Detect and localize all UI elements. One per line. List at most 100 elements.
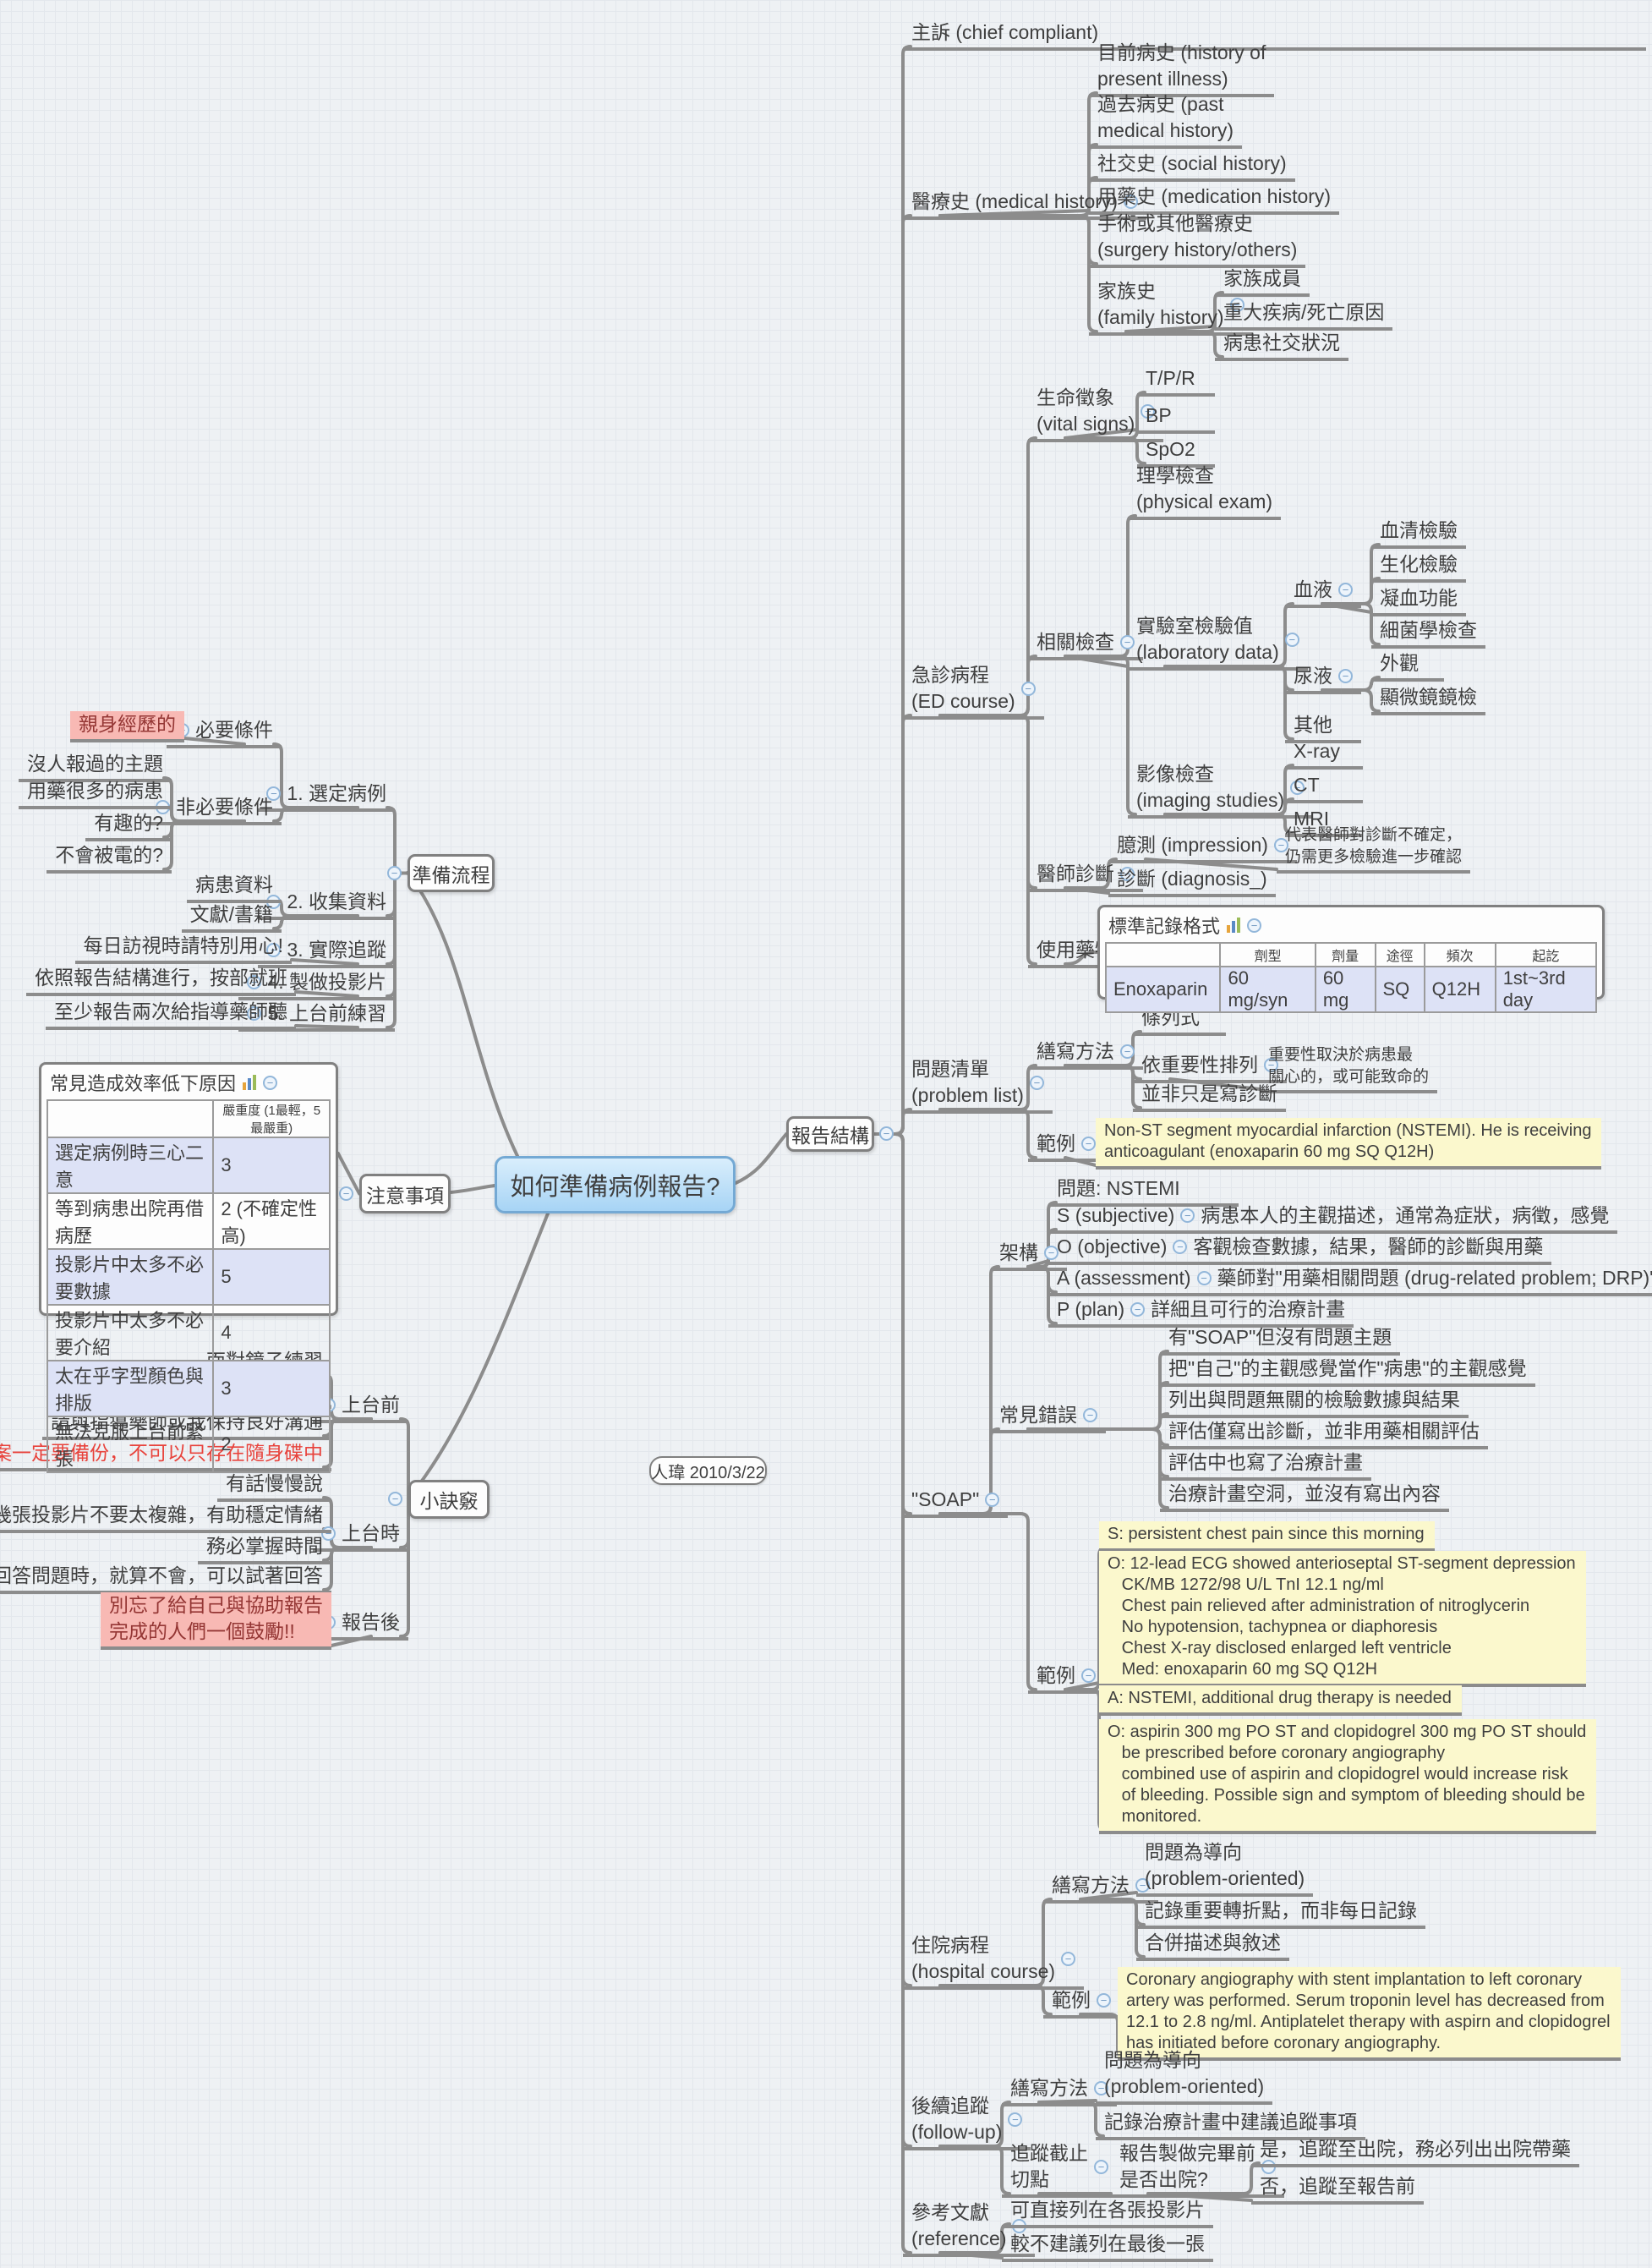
- topic-soap[interactable]: "SOAP"−: [903, 1487, 1009, 1518]
- author-note[interactable]: 人瑋 2010/3/22: [649, 1456, 767, 1485]
- collapse-icon-fcut[interactable]: −: [1094, 2159, 1108, 2174]
- topic-bp[interactable]: BP: [1137, 403, 1215, 434]
- topic-other[interactable]: 其他: [1285, 712, 1361, 743]
- topic-personal[interactable]: 親身經歷的: [70, 711, 184, 742]
- topic-exam[interactable]: 相關檢查−: [1028, 629, 1143, 660]
- topic-m5[interactable]: 評估中也寫了治療計畫: [1160, 1449, 1371, 1481]
- topic-pe[interactable]: 理學檢查(physical exam): [1128, 463, 1282, 520]
- topic-t1[interactable]: 每日訪視時請特別用心!: [74, 933, 292, 964]
- topic-n2[interactable]: 用藥很多的病患: [19, 778, 172, 809]
- topic-x3[interactable]: MRI: [1285, 806, 1363, 837]
- topic-du3[interactable]: 務必掌握時間: [198, 1533, 331, 1564]
- collapse-icon-sel[interactable]: −: [266, 786, 282, 801]
- topic-du4[interactable]: 回答問題時，就算不會，可以試著回答: [0, 1563, 331, 1594]
- collapse-icon-structBox[interactable]: −: [879, 1126, 894, 1141]
- topic-n4[interactable]: 不會被電的?: [46, 842, 172, 874]
- topic-fy[interactable]: 是，追蹤至出院，務必列出出院帶藥: [1251, 2136, 1579, 2167]
- topic-fam3[interactable]: 病患社交狀況: [1215, 330, 1348, 361]
- topic-fw1[interactable]: 問題為導向(problem-oriented): [1096, 2047, 1273, 2105]
- collapse-icon-hx6[interactable]: −: [1229, 297, 1244, 312]
- topic-fn[interactable]: 否，追蹤至報告前: [1251, 2173, 1424, 2205]
- collapse-icon-imp[interactable]: −: [1273, 838, 1288, 852]
- branch-topic-tipsBox[interactable]: 小訣竅: [408, 1480, 490, 1519]
- topic-hx4[interactable]: 用藥史 (medication history): [1089, 184, 1340, 215]
- collapse-icon-fu[interactable]: −: [1008, 2112, 1023, 2127]
- topic-hexy[interactable]: Coronary angiography with stent implanta…: [1118, 1967, 1621, 2061]
- topic-imp[interactable]: 臆測 (impression)−: [1108, 832, 1297, 863]
- topic-hw1[interactable]: 問題為導向(problem-oriented): [1136, 1839, 1314, 1897]
- collapse-icon-med-format-table[interactable]: −: [1247, 918, 1262, 933]
- branch-topic-zhuyiBox[interactable]: 注意事項: [359, 1174, 451, 1213]
- topic-diag[interactable]: 診斷 (diagnosis_): [1108, 866, 1276, 897]
- topic-ya[interactable]: A: NSTEMI, additional drug therapy is ne…: [1099, 1685, 1462, 1716]
- topic-hosp[interactable]: 住院病程(hospital course)−: [903, 1932, 1085, 1990]
- topic-hw3[interactable]: 合併描述與敘述: [1136, 1930, 1289, 1961]
- topic-img[interactable]: 影像檢查(imaging studies)−: [1128, 761, 1314, 819]
- topic-fw2[interactable]: 記錄治療計畫中建議追蹤事項: [1096, 2109, 1365, 2140]
- topic-m3[interactable]: 列出與問題無關的檢驗數據與結果: [1160, 1387, 1469, 1418]
- central-topic[interactable]: 如何準備病例報告?: [495, 1156, 736, 1213]
- collapse-icon-prepBox[interactable]: −: [387, 865, 402, 880]
- topic-fw[interactable]: 繕寫方法−: [1002, 2075, 1117, 2106]
- topic-hx5[interactable]: 手術或其他醫療史(surgery history/others): [1089, 211, 1306, 268]
- topic-b3[interactable]: 凝血功能: [1371, 585, 1466, 616]
- topic-fam2[interactable]: 重大疾病/死亡原因: [1215, 299, 1393, 331]
- topic-sex[interactable]: 範例−: [1028, 1663, 1104, 1694]
- topic-arow[interactable]: A (assessment)−藥師對"用藥相關問題 (drug-related …: [1048, 1265, 1652, 1296]
- topic-pex[interactable]: 範例−: [1028, 1131, 1104, 1162]
- collapse-icon-track[interactable]: −: [266, 943, 282, 957]
- topic-fu[interactable]: 後續追蹤(follow-up)−: [903, 2093, 1031, 2150]
- topic-m4[interactable]: 評估僅寫出診斷，並非用藥相關評估: [1160, 1418, 1488, 1449]
- collapse-icon-efficiency-table[interactable]: −: [263, 1075, 278, 1090]
- topic-hw[interactable]: 繕寫方法−: [1043, 1872, 1158, 1904]
- collapse-icon-exam[interactable]: −: [1120, 635, 1135, 649]
- collapse-icon-prow[interactable]: −: [1130, 1302, 1146, 1317]
- collapse-icon-tipsBox[interactable]: −: [388, 1492, 402, 1506]
- topic-mistakes[interactable]: 常見錯誤−: [991, 1402, 1106, 1433]
- topic-zhusu[interactable]: 主訴 (chief compliant): [903, 19, 1646, 51]
- collapse-icon-pw[interactable]: −: [1120, 1044, 1135, 1059]
- topic-slides[interactable]: −4. 製做投影片: [238, 969, 395, 1000]
- topic-yo2[interactable]: O: aspirin 300 mg PO ST and clopidogrel …: [1099, 1719, 1597, 1834]
- topic-b2[interactable]: 生化檢驗: [1371, 551, 1466, 583]
- topic-b4[interactable]: 細菌學檢查: [1371, 617, 1485, 649]
- topic-u2[interactable]: 顯微鏡鏡檢: [1371, 684, 1485, 715]
- topic-practice[interactable]: −5. 上台前練習: [238, 1000, 395, 1032]
- collapse-icon-hosp[interactable]: −: [1061, 1951, 1076, 1966]
- collapse-icon-arow[interactable]: −: [1196, 1271, 1212, 1285]
- collapse-icon-yiliao[interactable]: −: [1124, 194, 1139, 209]
- topic-orow[interactable]: O (objective)−客觀檢查數據，結果，醫師的診斷與用藥: [1048, 1234, 1552, 1265]
- topic-p1[interactable]: 至少報告兩次給指導藥師聽: [46, 999, 296, 1030]
- topic-ys[interactable]: S: persistent chest pain since this morn…: [1099, 1521, 1435, 1552]
- topic-b1[interactable]: 血清檢驗: [1371, 518, 1466, 549]
- topic-jiagou[interactable]: 架構−: [991, 1240, 1067, 1271]
- collapse-icon-hw[interactable]: −: [1135, 1878, 1150, 1893]
- topic-ref2[interactable]: 較不建議列在最後一張: [1002, 2231, 1213, 2262]
- topic-pw2[interactable]: 依重要性排列−: [1133, 1052, 1287, 1083]
- topic-prow[interactable]: P (plan)−詳細且可行的治療計畫: [1048, 1296, 1354, 1328]
- collapse-icon-zhuyiBox[interactable]: −: [339, 1186, 353, 1201]
- collapse-icon-sex[interactable]: −: [1081, 1668, 1096, 1683]
- topic-urine[interactable]: 尿液−: [1285, 663, 1361, 694]
- topic-m2[interactable]: 把"自己"的主觀感覺當作"病患"的主觀感覺: [1160, 1356, 1535, 1387]
- topic-du1[interactable]: 有話慢慢說: [217, 1471, 331, 1502]
- collapse-icon-pex[interactable]: −: [1081, 1137, 1096, 1151]
- collapse-icon-lab[interactable]: −: [1284, 632, 1299, 647]
- topic-n1[interactable]: 沒人報過的主題: [19, 751, 172, 782]
- collapse-icon-mistakes[interactable]: −: [1083, 1408, 1097, 1422]
- collapse-icon-srow[interactable]: −: [1180, 1208, 1195, 1223]
- topic-hex[interactable]: 範例−: [1043, 1987, 1119, 2019]
- topic-lab[interactable]: 實驗室檢驗值(laboratory data)−: [1128, 613, 1308, 671]
- topic-sel[interactable]: −1. 選定病例: [258, 781, 395, 812]
- topic-track[interactable]: −3. 實際追蹤: [258, 937, 395, 968]
- topic-pw3[interactable]: 並非只是寫診斷: [1133, 1081, 1286, 1112]
- topic-hx3[interactable]: 社交史 (social history): [1089, 151, 1295, 182]
- topic-pw[interactable]: 繕寫方法−: [1028, 1038, 1143, 1070]
- collapse-icon-practice[interactable]: −: [247, 1006, 262, 1021]
- topic-blood[interactable]: 血液−: [1285, 577, 1361, 608]
- collapse-icon-img[interactable]: −: [1290, 780, 1305, 795]
- topic-pexy[interactable]: Non-ST segment myocardial infarction (NS…: [1096, 1118, 1602, 1170]
